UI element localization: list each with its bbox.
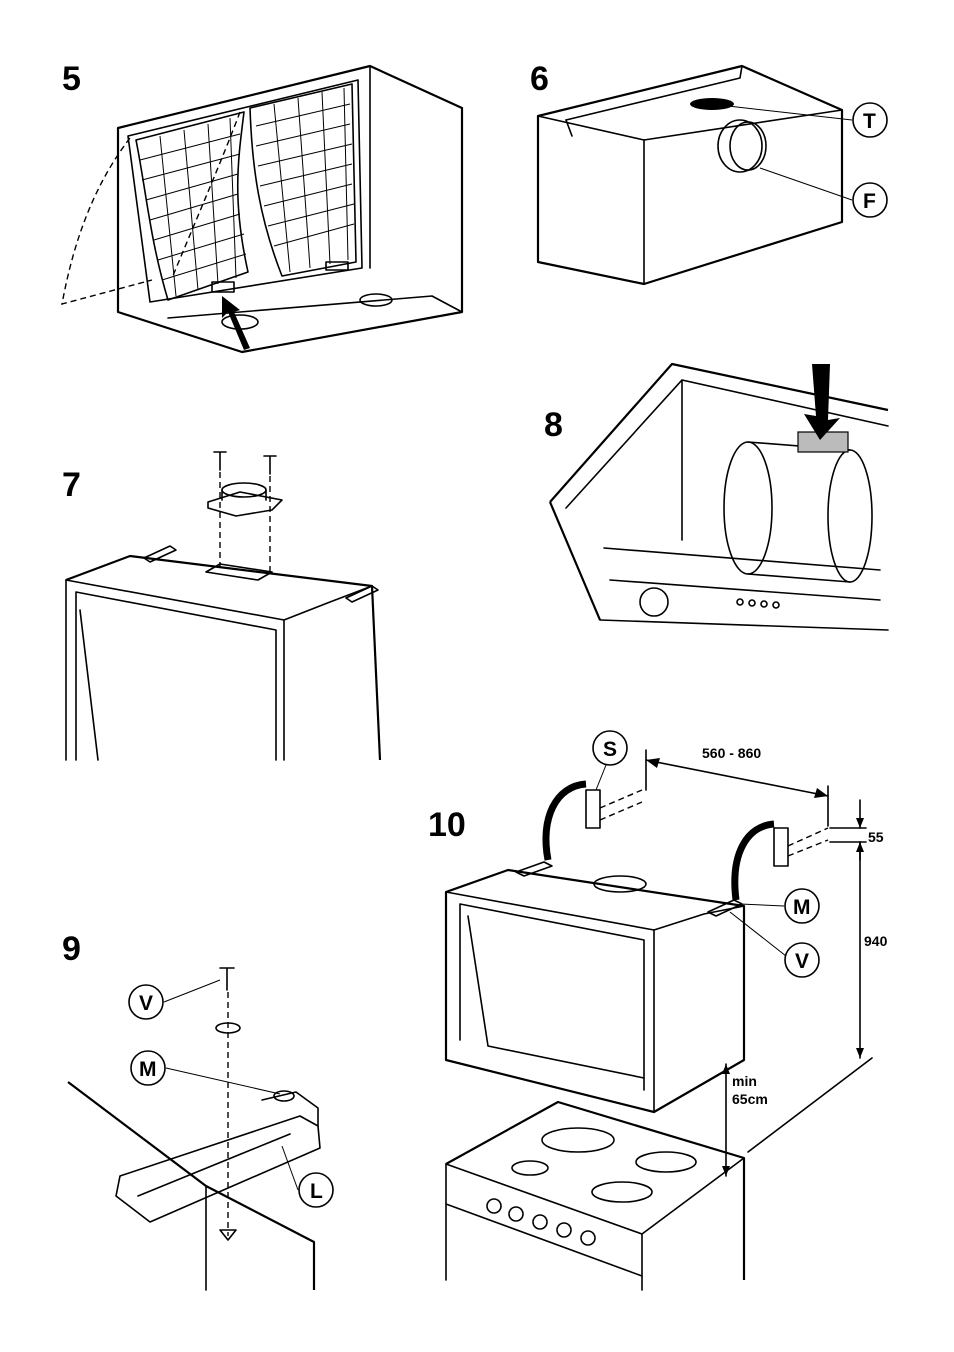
figure-9: 9 V M L	[62, 930, 333, 1290]
bracket-L	[116, 1116, 320, 1222]
callout-T-label: T	[863, 110, 876, 133]
callout-M-label: M	[793, 896, 811, 919]
callout-V-label: V	[139, 992, 153, 1015]
motor-drum	[724, 442, 772, 574]
hotplate-icon	[592, 1182, 652, 1202]
duct-flange	[208, 492, 282, 516]
arrow-icon	[804, 364, 840, 440]
arrow-icon	[222, 296, 250, 350]
light-icon	[640, 588, 668, 616]
callout-V-label: V	[795, 950, 809, 973]
dim-hole-spacing: 560 - 860	[702, 745, 761, 761]
callout-M-label: M	[139, 1058, 157, 1081]
cable	[735, 824, 774, 900]
figure-8-number: 8	[544, 406, 563, 444]
figure-7: 7	[62, 452, 380, 760]
screw-icon	[220, 968, 234, 990]
dim-min-value: 65cm	[732, 1091, 768, 1107]
cable	[546, 784, 586, 860]
dim-hole-offset: 55	[868, 829, 884, 845]
figure-10: 10 560 - 860	[428, 731, 888, 1290]
figure-9-number: 9	[62, 930, 81, 968]
figure-5-number: 5	[62, 60, 81, 98]
dim-height: 940	[864, 933, 888, 949]
figure-8: 8	[544, 364, 888, 630]
dim-min-label: min	[732, 1073, 757, 1089]
figure-10-number: 10	[428, 806, 466, 844]
callout-L-label: L	[310, 1180, 323, 1203]
front-outlet-ring	[718, 120, 762, 172]
figure-6-number: 6	[530, 60, 549, 98]
figure-7-number: 7	[62, 466, 81, 504]
screw-icon	[264, 456, 276, 474]
figure-5: 5	[62, 60, 462, 352]
figure-6: 6 T F	[530, 60, 887, 284]
top-outlet-hole	[690, 98, 734, 110]
hotplate-icon	[512, 1161, 548, 1175]
callout-S-label: S	[603, 738, 617, 761]
screw-icon	[214, 452, 226, 470]
hotplate-icon	[636, 1152, 696, 1172]
callout-F-label: F	[863, 190, 876, 213]
hotplate-icon	[542, 1128, 614, 1152]
plug-S	[586, 790, 600, 828]
